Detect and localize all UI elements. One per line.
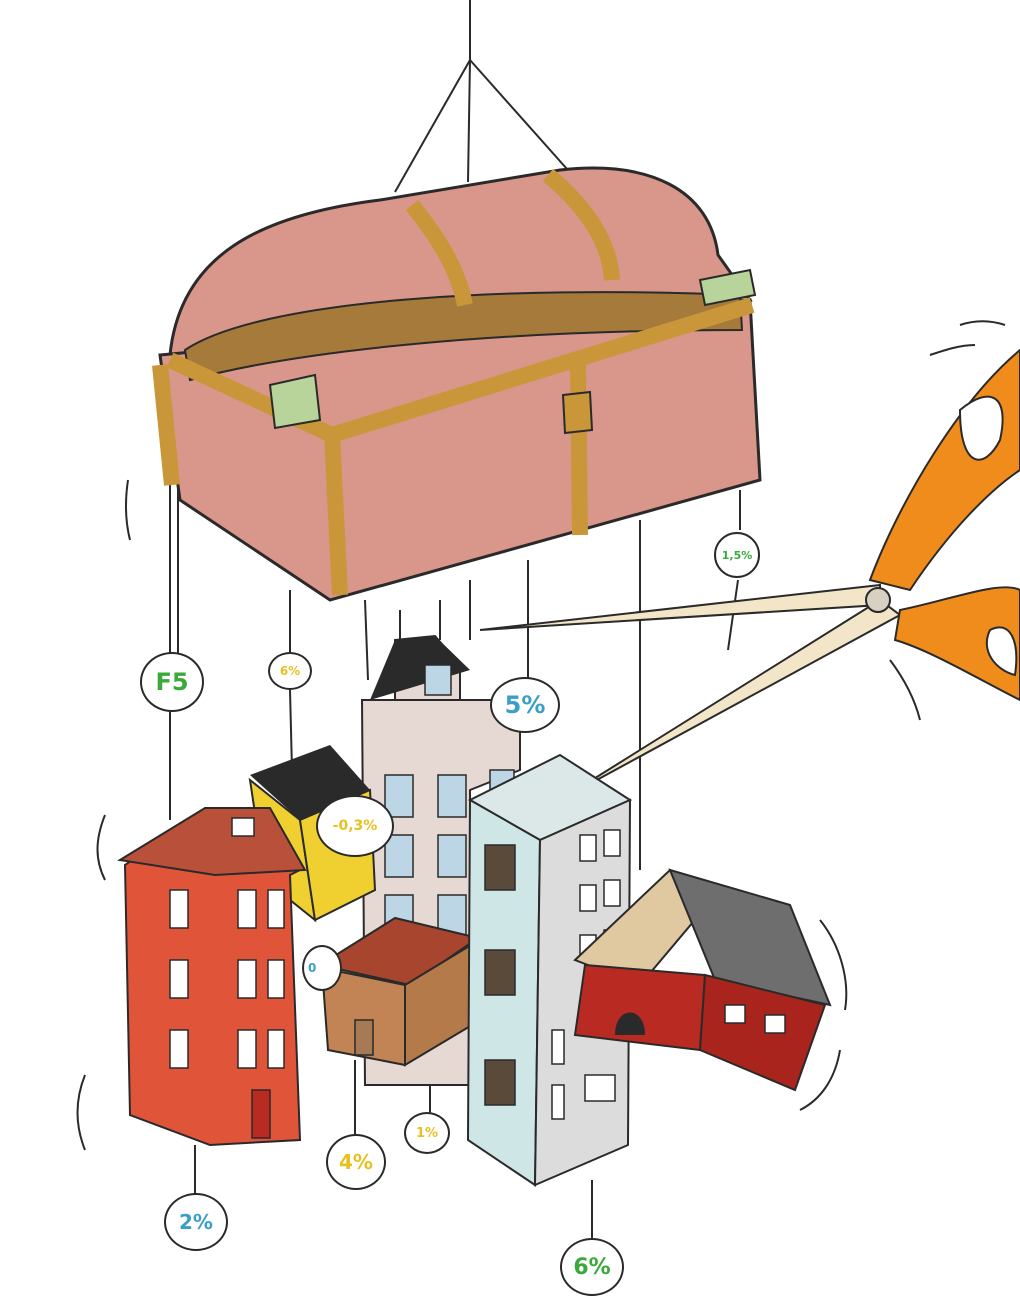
tag-2-percent: 2% — [164, 1193, 228, 1251]
scissors — [479, 348, 1020, 801]
motion-lines — [76, 320, 1006, 1151]
tag-f5: F5 — [140, 652, 204, 712]
tag-6-percent-green: 6% — [560, 1238, 624, 1296]
hanging-ropes — [169, 0, 741, 1240]
tag-4-percent: 4% — [326, 1134, 386, 1190]
red-townhouse — [117, 807, 307, 1147]
wooden-house — [317, 916, 481, 1067]
tag-1-percent: 1% — [404, 1112, 450, 1154]
red-cottage — [573, 868, 832, 1092]
tag-6-percent-yellow: 6% — [268, 652, 312, 690]
tag-5-percent: 5% — [490, 677, 560, 733]
tag-minus-0-3-percent: -0,3% — [316, 795, 394, 857]
treasure-chest — [152, 166, 762, 602]
tag-1-5-percent: 1,5% — [714, 532, 760, 578]
tag-0-partial: 0 — [302, 945, 342, 991]
